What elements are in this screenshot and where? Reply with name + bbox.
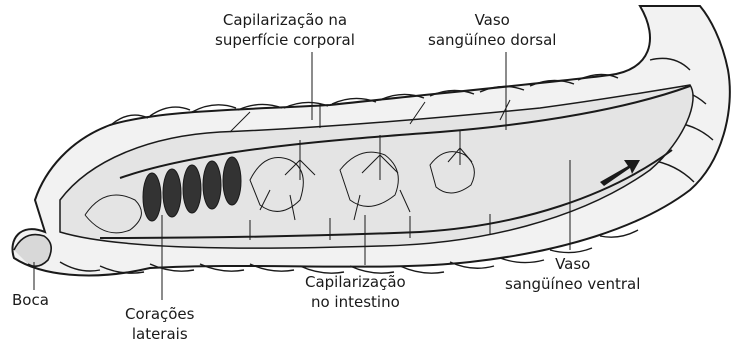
label-vaso-dorsal: Vaso sangüíneo dorsal: [428, 10, 556, 50]
label-line: Vaso: [505, 254, 640, 274]
label-line: Vaso: [428, 10, 556, 30]
label-line: Capilarização: [305, 272, 406, 292]
label-capilarizacao-superficie: Capilarização na superfície corporal: [215, 10, 355, 50]
label-vaso-ventral: Vaso sangüíneo ventral: [505, 254, 640, 294]
label-line: Capilarização na: [215, 10, 355, 30]
label-coracoes-laterais: Corações laterais: [125, 304, 194, 344]
label-line: Corações: [125, 304, 194, 324]
label-line: superfície corporal: [215, 30, 355, 50]
label-line: sangüíneo dorsal: [428, 30, 556, 50]
label-line: laterais: [125, 324, 194, 344]
label-capilarizacao-intestino: Capilarização no intestino: [305, 272, 406, 312]
label-line: sangüíneo ventral: [505, 274, 640, 294]
label-boca: Boca: [12, 290, 49, 310]
label-line: Boca: [12, 290, 49, 310]
label-line: no intestino: [305, 292, 406, 312]
